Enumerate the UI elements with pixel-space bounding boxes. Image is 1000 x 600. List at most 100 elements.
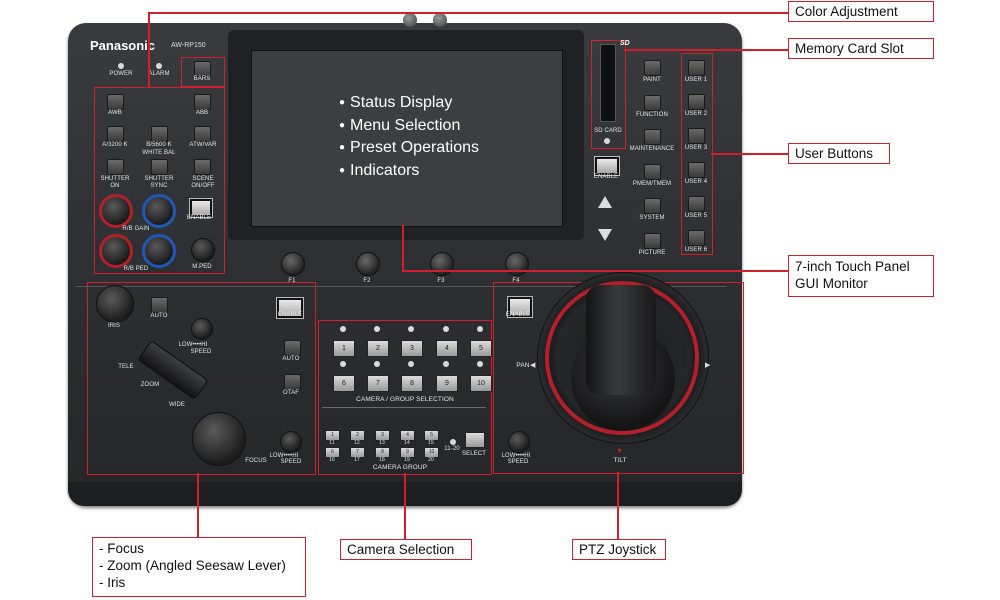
callout-touch-panel-line2: GUI Monitor bbox=[795, 276, 868, 291]
iris-auto-button[interactable] bbox=[151, 297, 168, 313]
f1-label: F1 bbox=[288, 278, 296, 284]
ptz-speed-knob[interactable] bbox=[508, 431, 530, 453]
joystick-handle[interactable] bbox=[586, 285, 656, 395]
group-sub-label: 14 bbox=[404, 440, 410, 446]
f2-knob[interactable] bbox=[356, 252, 380, 276]
user-button[interactable] bbox=[688, 128, 705, 144]
group-select-button[interactable]: 5 bbox=[424, 430, 439, 441]
menu-button[interactable] bbox=[644, 94, 661, 111]
screen-feature-list: Status Display Menu Selection Preset Ope… bbox=[339, 93, 479, 183]
sd-card-led bbox=[604, 138, 610, 144]
group-select-button[interactable]: 8 bbox=[375, 447, 390, 458]
range-led bbox=[450, 439, 456, 445]
color-enable-button[interactable] bbox=[190, 199, 212, 217]
shutter-sync-button[interactable] bbox=[151, 159, 168, 175]
ptz-speed-label: SPEED bbox=[507, 459, 529, 465]
menu-button[interactable] bbox=[644, 129, 661, 145]
user-button-label: USER 4 bbox=[684, 179, 708, 185]
b-ped-knob[interactable] bbox=[142, 234, 176, 268]
b-gain-knob[interactable] bbox=[142, 194, 176, 228]
wb-b-button[interactable] bbox=[151, 126, 168, 142]
camera-tally-led bbox=[408, 361, 414, 367]
camera-select-button[interactable]: 1 bbox=[333, 340, 355, 357]
user-button[interactable] bbox=[688, 94, 705, 110]
camera-select-button[interactable]: 5 bbox=[470, 340, 492, 357]
group-sub-label: 17 bbox=[354, 457, 360, 463]
menu-button[interactable] bbox=[644, 60, 661, 76]
group-select-button[interactable]: 6 bbox=[325, 447, 340, 458]
camera-select-button[interactable]: 6 bbox=[333, 375, 355, 392]
group-select-button[interactable]: 4 bbox=[400, 430, 415, 441]
focus-speed-knob[interactable] bbox=[280, 431, 302, 453]
scene-button[interactable] bbox=[194, 159, 211, 175]
group-select-button[interactable]: 10 bbox=[424, 447, 439, 458]
user-button[interactable] bbox=[688, 60, 705, 76]
camera-select-button[interactable]: 10 bbox=[470, 375, 492, 392]
up-arrow-icon[interactable] bbox=[598, 196, 612, 208]
alarm-label: ALARM bbox=[148, 71, 170, 77]
camera-tally-led bbox=[374, 361, 380, 367]
camera-select-button[interactable]: 8 bbox=[401, 375, 423, 392]
user-button[interactable] bbox=[688, 230, 705, 246]
touch-panel-screen[interactable] bbox=[251, 50, 563, 227]
sd-card-slot[interactable] bbox=[600, 44, 616, 122]
memory-card-box bbox=[591, 40, 626, 149]
camera-select-button[interactable]: 9 bbox=[436, 375, 458, 392]
power-label: POWER bbox=[109, 71, 133, 77]
ptz-enable-button[interactable] bbox=[508, 297, 532, 317]
m-ped-knob[interactable] bbox=[191, 238, 215, 262]
user-button[interactable] bbox=[688, 162, 705, 178]
alarm-led bbox=[156, 63, 162, 69]
atw-button[interactable] bbox=[194, 126, 211, 142]
otaf-button[interactable] bbox=[284, 374, 301, 390]
bars-button[interactable] bbox=[194, 61, 211, 77]
focus-speed-label: SPEED bbox=[280, 459, 302, 465]
user-button-label: USER 6 bbox=[684, 247, 708, 253]
abb-button[interactable] bbox=[194, 94, 211, 110]
menu-button[interactable] bbox=[644, 232, 661, 249]
bars-highlight-box bbox=[181, 57, 225, 87]
focus-auto-button[interactable] bbox=[284, 340, 301, 356]
zoom-speed-knob[interactable] bbox=[191, 318, 213, 340]
select-button[interactable] bbox=[465, 432, 485, 448]
r-ped-knob[interactable] bbox=[99, 234, 133, 268]
group-sub-label: 19 bbox=[404, 457, 410, 463]
group-select-button[interactable]: 3 bbox=[375, 430, 390, 441]
camera-select-button[interactable]: 7 bbox=[367, 375, 389, 392]
down-arrow-icon[interactable] bbox=[598, 229, 612, 241]
menu-enable-button[interactable] bbox=[595, 157, 619, 175]
sd-card-label: SD CARD bbox=[594, 128, 622, 134]
f1-knob[interactable] bbox=[281, 252, 305, 276]
model-label: AW-RP150 bbox=[171, 42, 206, 49]
user-button-label: USER 3 bbox=[684, 145, 708, 151]
camera-select-button[interactable]: 4 bbox=[436, 340, 458, 357]
m-ped-label: M.PED bbox=[192, 264, 212, 270]
wb-a-label: A/3200 K bbox=[102, 142, 128, 148]
callout-color-adjustment: Color Adjustment bbox=[788, 1, 934, 22]
group-select-button[interactable]: 7 bbox=[350, 447, 365, 458]
awb-button[interactable] bbox=[107, 94, 124, 110]
leader-touch-h bbox=[402, 270, 788, 272]
panel-divider bbox=[76, 286, 726, 287]
menu-button[interactable] bbox=[644, 163, 661, 180]
leader-color-v bbox=[148, 12, 150, 87]
group-select-button[interactable]: 9 bbox=[400, 447, 415, 458]
focus-dial[interactable] bbox=[192, 412, 246, 466]
group-select-button[interactable]: 1 bbox=[325, 430, 340, 441]
group-select-button[interactable]: 2 bbox=[350, 430, 365, 441]
f4-knob[interactable] bbox=[505, 252, 529, 276]
camera-tally-led bbox=[443, 361, 449, 367]
camera-tally-led bbox=[340, 326, 346, 332]
wb-a-button[interactable] bbox=[107, 126, 124, 142]
iris-dial[interactable] bbox=[96, 285, 134, 323]
shutter-on-button[interactable] bbox=[107, 159, 124, 175]
camera-select-button[interactable]: 2 bbox=[367, 340, 389, 357]
camera-tally-led bbox=[443, 326, 449, 332]
user-button[interactable] bbox=[688, 196, 705, 212]
menu-button[interactable] bbox=[644, 198, 661, 214]
tilt-label: TILT bbox=[613, 457, 627, 464]
camera-select-button[interactable]: 3 bbox=[401, 340, 423, 357]
f3-knob[interactable] bbox=[430, 252, 454, 276]
lens-enable-button[interactable] bbox=[277, 298, 303, 318]
r-gain-knob[interactable] bbox=[99, 194, 133, 228]
